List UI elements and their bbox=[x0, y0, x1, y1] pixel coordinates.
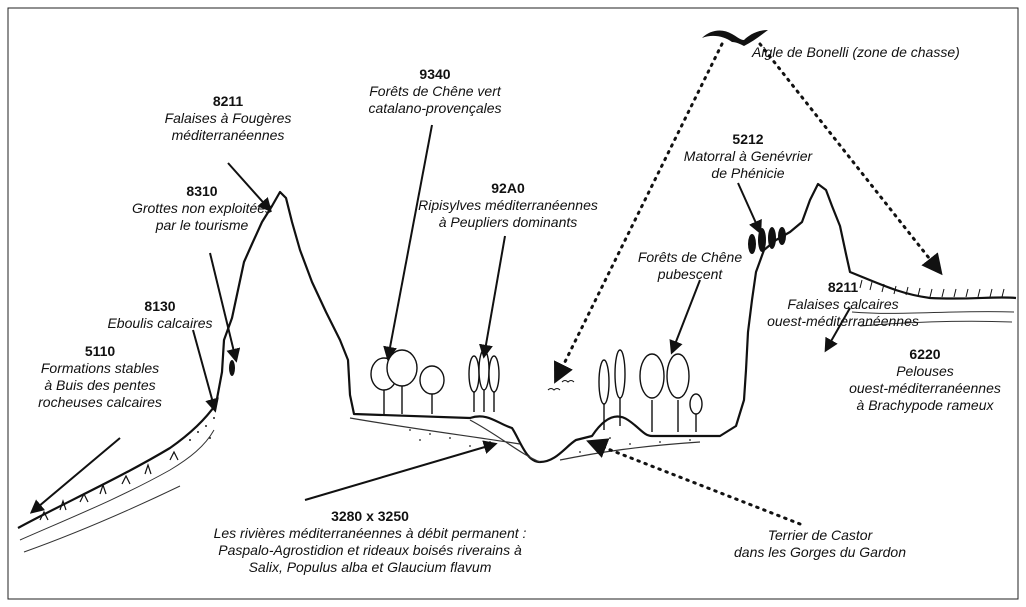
label-castor: Terrier de Castor dans les Gorges du Gar… bbox=[720, 527, 920, 561]
label-8211-right: 8211 Falaises calcaires ouest-méditerran… bbox=[758, 279, 928, 330]
habitat-name-line: de Phénicie bbox=[668, 165, 828, 182]
habitat-name-line: Falaises calcaires bbox=[758, 296, 928, 313]
habitat-name-line: ouest-méditerranéennes bbox=[838, 380, 1012, 397]
habitat-name-line: Salix, Populus alba et Glaucium flavum bbox=[180, 559, 560, 576]
habitat-name-line: Matorral à Genévrier bbox=[668, 148, 828, 165]
habitat-name-line: Ripisylves méditerranéennes bbox=[408, 197, 608, 214]
habitat-name-line: Forêts de Chêne bbox=[620, 249, 760, 266]
habitat-name-line: pubescent bbox=[620, 266, 760, 283]
habitat-code: 5212 bbox=[668, 131, 828, 148]
habitat-name-line: Eboulis calcaires bbox=[80, 315, 240, 332]
label-92A0: 92A0 Ripisylves méditerranéennes à Peupl… bbox=[408, 180, 608, 231]
castor-arrow bbox=[590, 442, 800, 524]
habitat-code: 8130 bbox=[80, 298, 240, 315]
label-8211-left: 8211 Falaises à Fougères méditerranéenne… bbox=[138, 93, 318, 144]
castor-label-line: Terrier de Castor bbox=[720, 527, 920, 544]
habitat-code: 5110 bbox=[10, 343, 190, 360]
arrow-3280 bbox=[305, 444, 495, 500]
arrow-5212 bbox=[738, 183, 760, 232]
scree-dots bbox=[189, 417, 691, 453]
habitat-code: 92A0 bbox=[408, 180, 608, 197]
label-5110: 5110 Formations stables à Buis des pente… bbox=[10, 343, 190, 411]
castor-label-line: dans les Gorges du Gardon bbox=[720, 544, 920, 561]
habitat-code: 9340 bbox=[345, 66, 525, 83]
habitat-name-line: à Brachypode rameux bbox=[838, 397, 1012, 414]
habitat-name-line: Pelouses bbox=[838, 363, 1012, 380]
habitat-code: 8211 bbox=[138, 93, 318, 110]
habitat-name-line: par le tourisme bbox=[102, 217, 302, 234]
label-8310: 8310 Grottes non exploitées par le touri… bbox=[102, 183, 302, 234]
label-pubescent: Forêts de Chêne pubescent bbox=[620, 249, 760, 283]
arrow-5110 bbox=[32, 438, 120, 512]
label-eagle: Aigle de Bonelli (zone de chasse) bbox=[752, 44, 960, 61]
box-shrubs bbox=[40, 452, 178, 520]
habitat-name-line: Les rivières méditerranéennes à débit pe… bbox=[180, 525, 560, 542]
habitat-code: 8310 bbox=[102, 183, 302, 200]
habitat-name-line: catalano-provençales bbox=[345, 100, 525, 117]
habitat-name-line: Formations stables bbox=[10, 360, 190, 377]
river-bank bbox=[350, 418, 700, 462]
habitat-code: 3280 x 3250 bbox=[180, 508, 560, 525]
habitat-name-line: à Buis des pentes bbox=[10, 377, 190, 394]
arrow-pubescent bbox=[672, 280, 700, 352]
habitat-code: 6220 bbox=[838, 346, 1012, 363]
habitat-name-line: Falaises à Fougères bbox=[138, 110, 318, 127]
habitat-name-line: Forêts de Chêne vert bbox=[345, 83, 525, 100]
label-9340: 9340 Forêts de Chêne vert catalano-prove… bbox=[345, 66, 525, 117]
cave-mark bbox=[229, 360, 235, 376]
label-5212: 5212 Matorral à Genévrier de Phénicie bbox=[668, 131, 828, 182]
label-3280: 3280 x 3250 Les rivières méditerranéenne… bbox=[180, 508, 560, 576]
label-8130: 8130 Eboulis calcaires bbox=[80, 298, 240, 332]
habitat-name-line: à Peupliers dominants bbox=[408, 214, 608, 231]
downy-oak-trees bbox=[599, 350, 702, 432]
holm-oak-trees bbox=[371, 350, 444, 414]
poplar-trees bbox=[469, 350, 499, 412]
habitat-name-line: rocheuses calcaires bbox=[10, 394, 190, 411]
habitat-code: 8211 bbox=[758, 279, 928, 296]
habitat-name-line: méditerranéennes bbox=[138, 127, 318, 144]
arrow-8130 bbox=[193, 330, 215, 410]
habitat-name-line: Paspalo-Agrostidion et rideaux boisés ri… bbox=[180, 542, 560, 559]
habitat-name-line: ouest-méditerranéennes bbox=[758, 313, 928, 330]
habitat-name-line: Grottes non exploitées bbox=[102, 200, 302, 217]
arrow-92A0 bbox=[484, 236, 505, 356]
arrow-9340 bbox=[388, 125, 432, 358]
birds bbox=[548, 381, 574, 391]
eagle-label-text: Aigle de Bonelli (zone de chasse) bbox=[752, 44, 960, 61]
label-6220: 6220 Pelouses ouest-méditerranéennes à B… bbox=[838, 346, 1012, 414]
